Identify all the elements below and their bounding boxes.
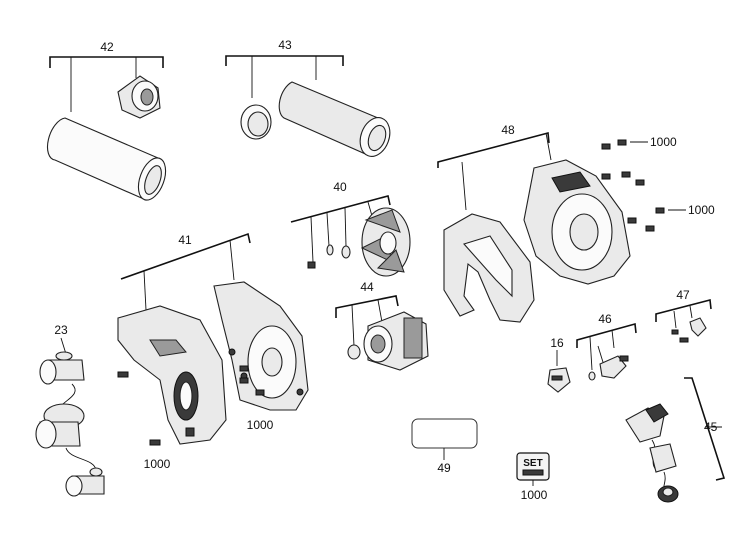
bearing-44[interactable] (347, 344, 361, 360)
screw[interactable] (601, 173, 611, 180)
part-48-group: 48 (437, 123, 631, 323)
screw[interactable] (645, 225, 655, 232)
label-40: 40 (333, 180, 347, 194)
screw-set-group[interactable]: SET 1000 (516, 452, 550, 502)
label-16: 16 (550, 336, 564, 350)
label-43: 43 (278, 38, 292, 52)
label-42: 42 (100, 40, 114, 54)
label-screw-housing: 1000 (247, 418, 274, 432)
part-43-group: 43 (225, 38, 395, 161)
nozzle-42[interactable] (117, 75, 161, 119)
screw[interactable] (239, 377, 249, 384)
part-40-group: 40 (290, 180, 411, 277)
pin-47[interactable] (671, 329, 679, 335)
screw-40[interactable] (307, 261, 316, 269)
part-23-group[interactable]: 23 (35, 323, 105, 497)
screw-icon (522, 469, 544, 476)
handle-48[interactable] (443, 213, 535, 323)
lever-47[interactable] (689, 317, 707, 337)
screws-housing: 1000 1000 (117, 365, 274, 471)
label-46: 46 (598, 312, 612, 326)
housing-left-41[interactable] (117, 305, 227, 445)
label-screw-top2: 1000 (688, 203, 715, 217)
screw[interactable] (617, 139, 627, 146)
label-screw-top1: 1000 (650, 135, 677, 149)
screw[interactable] (655, 207, 665, 214)
switch-46[interactable] (597, 345, 629, 379)
screw[interactable] (601, 143, 611, 150)
label-45: 45 (704, 420, 718, 434)
label-plate-49[interactable] (411, 418, 478, 449)
housing-right-41[interactable] (213, 281, 309, 411)
label-41: 41 (178, 233, 192, 247)
washer-40-b[interactable] (341, 245, 351, 259)
screw[interactable] (621, 171, 631, 178)
washer-40-a[interactable] (326, 244, 334, 256)
part-46-group: 46 (576, 312, 637, 381)
tube-42[interactable] (46, 117, 171, 204)
screw[interactable] (635, 179, 645, 186)
part-42-group: 42 (46, 40, 171, 204)
screw[interactable] (627, 217, 637, 224)
fan-40[interactable] (360, 207, 411, 277)
label-44: 44 (360, 280, 374, 294)
screws-top-right: 1000 1000 (601, 135, 715, 232)
part-16-group[interactable]: 16 (547, 336, 571, 393)
screw[interactable] (239, 365, 249, 372)
part-45-group: 45 (625, 377, 726, 503)
label-23: 23 (54, 323, 68, 337)
label-47: 47 (676, 288, 690, 302)
housing-48[interactable] (523, 159, 631, 285)
electronics-45[interactable] (625, 403, 679, 503)
label-screw-cover: 1000 (144, 457, 171, 471)
screw[interactable] (255, 389, 265, 396)
screw[interactable] (149, 439, 161, 446)
motor-44[interactable] (363, 311, 429, 371)
part-41-group: 41 (117, 232, 309, 445)
screw[interactable] (117, 371, 129, 378)
label-48: 48 (501, 123, 515, 137)
part-49-group[interactable]: 49 (411, 418, 478, 475)
tube-43[interactable] (278, 81, 395, 161)
part-47-group: 47 (655, 288, 712, 343)
label-49: 49 (437, 461, 451, 475)
label-set-number: 1000 (521, 488, 548, 502)
set-badge-text: SET (523, 458, 542, 469)
part-44-group: 44 (335, 280, 429, 371)
washer-46[interactable] (588, 371, 596, 381)
spring-47[interactable] (679, 337, 689, 343)
ring-43[interactable] (240, 104, 272, 140)
